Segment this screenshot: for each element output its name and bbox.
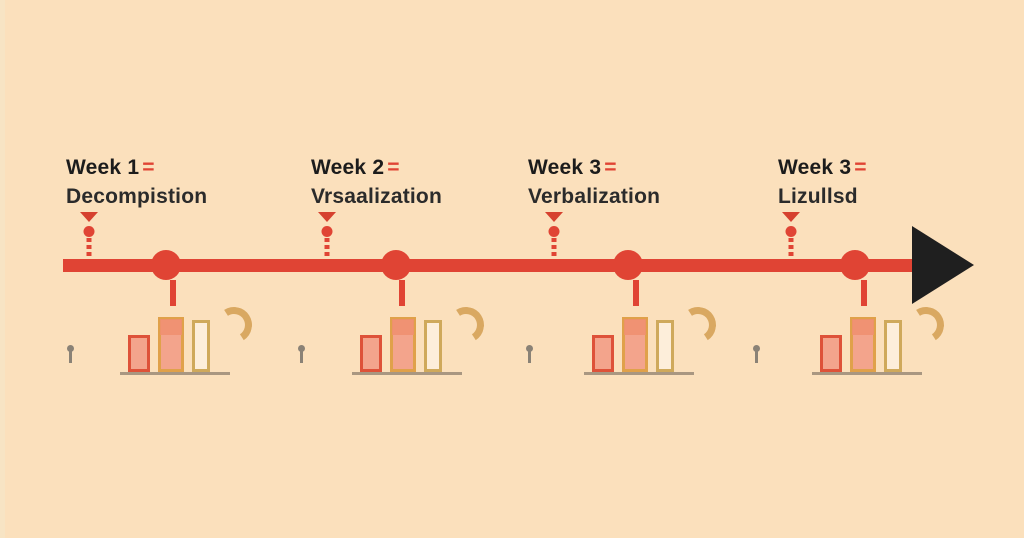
- milestone-label-4: Week 3= Lizullsd: [778, 155, 867, 211]
- milestone-title-2: Week 2=: [311, 155, 442, 181]
- stem-dotted-line-2: [324, 238, 330, 266]
- equals-sign-1: =: [142, 156, 155, 179]
- cluster-baseline: [812, 372, 922, 375]
- milestone-stem-4: [779, 212, 803, 266]
- cluster-bar-1: [128, 335, 150, 372]
- pin-marker-3: [525, 345, 534, 363]
- cluster-bar-3: [424, 320, 442, 372]
- quarter-arc-icon: [904, 303, 948, 347]
- milestone-week-2: Week 2: [311, 156, 385, 179]
- cluster-baseline: [352, 372, 462, 375]
- cluster-bar-1: [592, 335, 614, 372]
- pin-marker-1: [66, 345, 75, 363]
- milestone-tick-1: [170, 280, 176, 306]
- bar-cluster-2: [352, 303, 488, 375]
- milestone-topic-3: Verbalization: [528, 185, 661, 208]
- cluster-baseline: [584, 372, 694, 375]
- milestone-tick-3: [633, 280, 639, 306]
- stem-dot-4: [785, 226, 797, 237]
- milestone-week-1: Week 1: [66, 156, 140, 179]
- milestone-node-4[interactable]: [840, 250, 870, 280]
- milestone-title-1: Week 1=: [66, 155, 207, 181]
- milestone-stem-2: [315, 212, 339, 266]
- stem-dotted-line-3: [551, 238, 557, 266]
- milestone-stem-3: [542, 212, 566, 266]
- pin-needle: [300, 350, 303, 363]
- cluster-bar-2: [390, 317, 416, 372]
- pin-head: [67, 345, 74, 352]
- pin-needle: [528, 350, 531, 363]
- pin-needle: [69, 350, 72, 363]
- bar-cluster-3: [584, 303, 720, 375]
- pin-head: [298, 345, 305, 352]
- milestone-week-4: Week 3: [778, 156, 852, 179]
- timeline-arrowhead-icon: [912, 226, 974, 304]
- pin-head: [753, 345, 760, 352]
- cluster-bar-3: [656, 320, 674, 372]
- milestone-node-1[interactable]: [151, 250, 181, 280]
- cluster-bar-3: [884, 320, 902, 372]
- pin-needle: [755, 350, 758, 363]
- chevron-down-icon-4: [782, 212, 800, 222]
- quarter-arc-icon: [212, 303, 256, 347]
- milestone-label-3: Week 3= Verbalization: [528, 155, 660, 211]
- milestone-week-3: Week 3: [528, 156, 602, 179]
- pin-marker-4: [752, 345, 761, 363]
- pin-head: [526, 345, 533, 352]
- cluster-bar-1: [360, 335, 382, 372]
- timeline-axis: [63, 259, 918, 272]
- cluster-bar-1: [820, 335, 842, 372]
- milestone-title-4: Week 3=: [778, 155, 867, 181]
- cluster-bar-2: [158, 317, 184, 372]
- milestone-stem-1: [77, 212, 101, 266]
- chevron-down-icon-1: [80, 212, 98, 222]
- cluster-bar-2: [622, 317, 648, 372]
- milestone-label-2: Week 2= Vrsaalization: [311, 155, 442, 211]
- bar-cluster-4: [812, 303, 948, 375]
- bar-cluster-1: [120, 303, 256, 375]
- milestone-node-2[interactable]: [381, 250, 411, 280]
- stem-dotted-line-4: [788, 238, 794, 266]
- stem-dot-3: [548, 226, 560, 237]
- equals-sign-4: =: [854, 156, 867, 179]
- milestone-tick-2: [399, 280, 405, 306]
- equals-sign-2: =: [387, 156, 400, 179]
- quarter-arc-icon: [444, 303, 488, 347]
- milestone-topic-4: Lizullsd: [778, 185, 858, 208]
- cluster-bar-2: [850, 317, 876, 372]
- milestone-node-3[interactable]: [613, 250, 643, 280]
- cluster-baseline: [120, 372, 230, 375]
- stem-dot-2: [321, 226, 333, 237]
- chevron-down-icon-3: [545, 212, 563, 222]
- milestone-topic-1: Decompistion: [66, 185, 208, 208]
- left-edge-strip: [0, 0, 5, 538]
- cluster-bar-3: [192, 320, 210, 372]
- milestone-title-3: Week 3=: [528, 155, 660, 181]
- milestone-label-1: Week 1= Decompistion: [66, 155, 207, 211]
- equals-sign-3: =: [604, 156, 617, 179]
- stem-dot-1: [83, 226, 95, 237]
- stem-dotted-line-1: [86, 238, 92, 266]
- chevron-down-icon-2: [318, 212, 336, 222]
- quarter-arc-icon: [676, 303, 720, 347]
- pin-marker-2: [297, 345, 306, 363]
- milestone-tick-4: [861, 280, 867, 306]
- milestone-topic-2: Vrsaalization: [311, 185, 442, 208]
